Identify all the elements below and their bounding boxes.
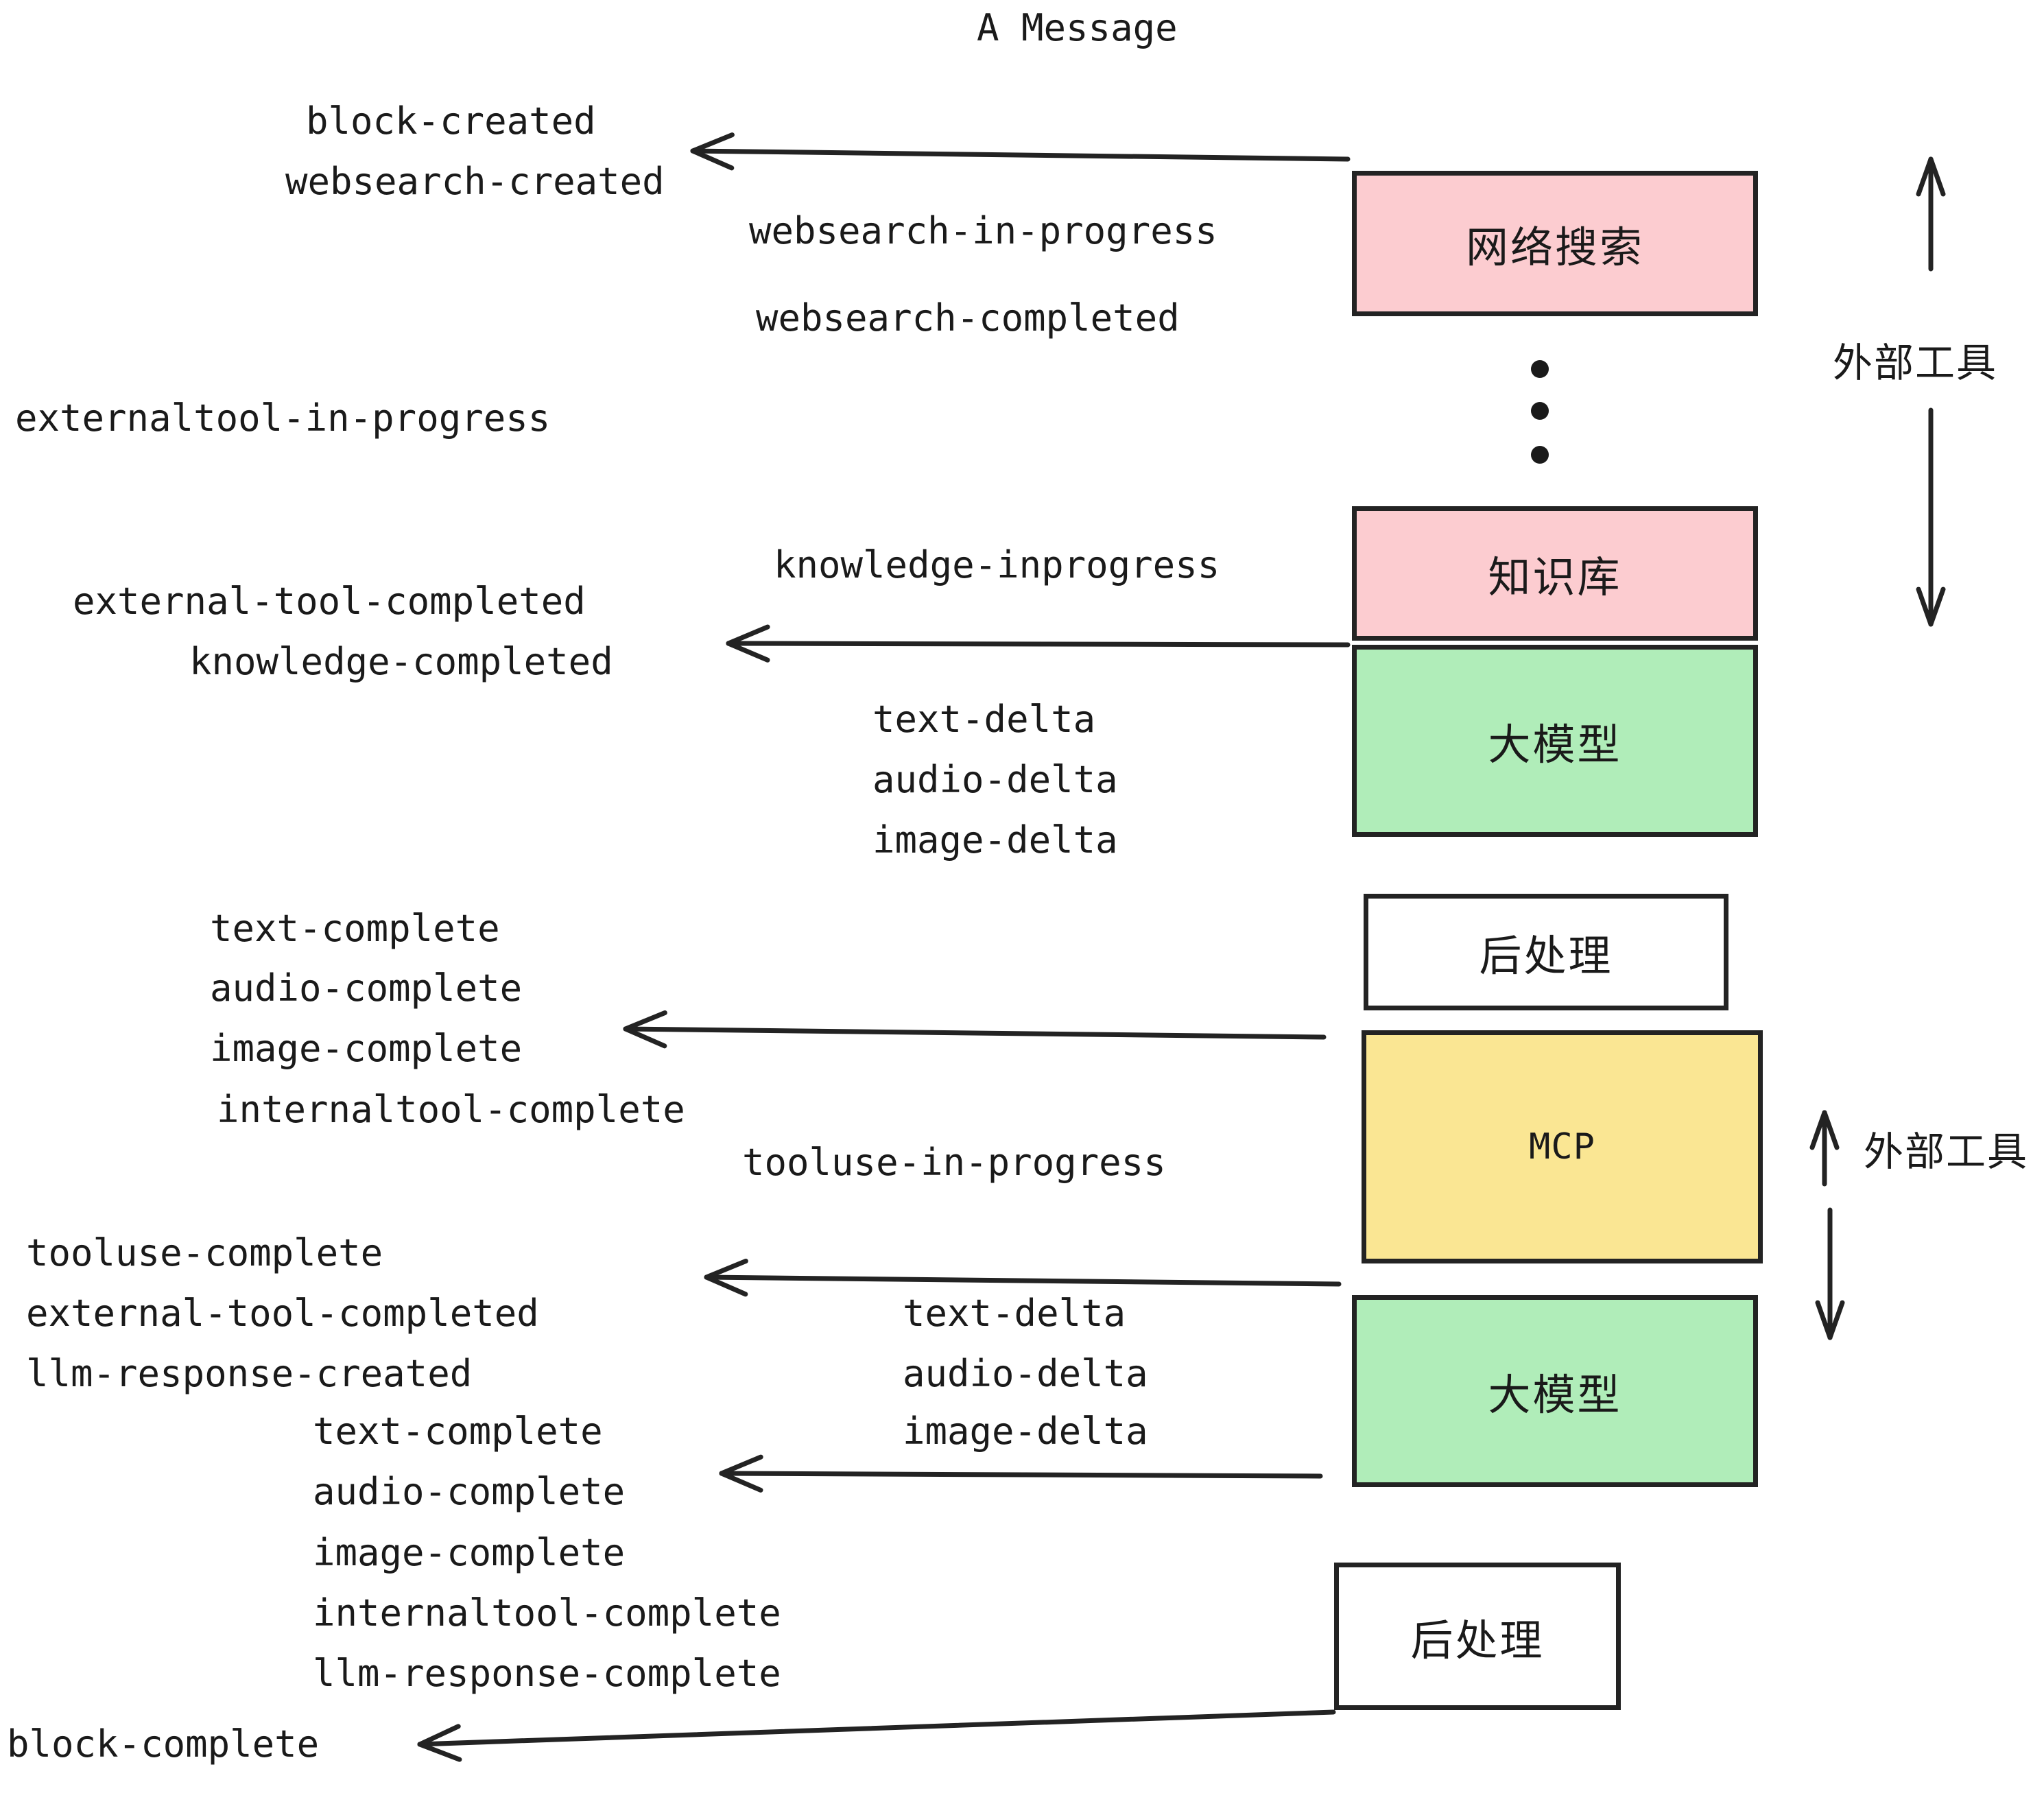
event-label-text-complete: text-complete bbox=[313, 1410, 603, 1453]
event-label-text-delta: text-delta bbox=[903, 1292, 1126, 1335]
event-label-image-delta: image-delta bbox=[903, 1410, 1148, 1453]
component-box-MCP: MCP bbox=[1362, 1030, 1763, 1263]
arrow-websearch-to-block-created bbox=[690, 132, 1351, 171]
event-label-image-complete: image-complete bbox=[313, 1531, 626, 1574]
arrow-llm2-to-audio-complete bbox=[719, 1454, 1323, 1493]
event-label-text-complete: text-complete bbox=[210, 907, 500, 950]
component-box-后处理: 后处理 bbox=[1364, 894, 1728, 1010]
event-label-audio-delta: audio-delta bbox=[903, 1352, 1148, 1395]
external-tool-up-arrow-icon bbox=[1809, 1110, 1840, 1187]
event-label-external-tool-completed: external-tool-completed bbox=[26, 1292, 539, 1335]
event-label-knowledge-inprogress: knowledge-inprogress bbox=[774, 543, 1220, 586]
event-label-audio-delta: audio-delta bbox=[872, 758, 1118, 801]
event-label-websearch-created: websearch-created bbox=[285, 160, 665, 203]
event-label-internaltool-complete: internaltool-complete bbox=[217, 1088, 685, 1131]
external-tool-label: 外部工具 bbox=[1864, 1128, 2029, 1175]
ellipsis-dot-icon bbox=[1531, 360, 1549, 378]
external-tool-up-arrow-icon bbox=[1916, 156, 1946, 272]
event-label-websearch-in-progress: websearch-in-progress bbox=[749, 209, 1217, 252]
event-label-internaltool-complete: internaltool-complete bbox=[313, 1591, 781, 1635]
event-label-externaltool-in-progress: externaltool-in-progress bbox=[15, 396, 551, 440]
event-label-block-created: block-created bbox=[306, 99, 596, 143]
component-box-大模型: 大模型 bbox=[1352, 1295, 1758, 1487]
arrow-postprocess2-to-block-complete bbox=[417, 1709, 1336, 1762]
diagram-title: A Message bbox=[977, 6, 1178, 49]
event-label-audio-complete: audio-complete bbox=[313, 1470, 626, 1513]
arrow-postprocess-to-image-complete bbox=[623, 1010, 1327, 1049]
event-label-image-complete: image-complete bbox=[210, 1027, 523, 1070]
event-label-llm-response-complete: llm-response-complete bbox=[313, 1652, 781, 1695]
event-label-knowledge-completed: knowledge-completed bbox=[189, 640, 613, 683]
component-box-知识库: 知识库 bbox=[1352, 506, 1758, 641]
ellipsis-dot-icon bbox=[1531, 446, 1549, 464]
event-label-block-complete: block-complete bbox=[7, 1722, 320, 1766]
event-label-audio-complete: audio-complete bbox=[210, 966, 523, 1010]
event-label-text-delta: text-delta bbox=[872, 698, 1096, 741]
event-label-tooluse-in-progress: tooluse-in-progress bbox=[742, 1141, 1166, 1184]
event-label-external-tool-completed: external-tool-completed bbox=[73, 580, 586, 623]
event-label-websearch-completed: websearch-completed bbox=[756, 296, 1180, 340]
component-box-后处理: 后处理 bbox=[1334, 1563, 1621, 1710]
ellipsis-dot-icon bbox=[1531, 402, 1549, 420]
arrow-llm-to-knowledge-completed bbox=[726, 624, 1351, 663]
external-tool-label: 外部工具 bbox=[1833, 340, 1998, 386]
external-tool-down-arrow-icon bbox=[1815, 1207, 1845, 1340]
event-label-llm-response-created: llm-response-created bbox=[26, 1352, 473, 1395]
external-tool-down-arrow-icon bbox=[1916, 407, 1946, 627]
component-box-大模型: 大模型 bbox=[1352, 645, 1758, 837]
event-label-image-delta: image-delta bbox=[872, 818, 1118, 862]
event-label-tooluse-complete: tooluse-complete bbox=[26, 1231, 383, 1274]
arrow-mcp-to-tooluse-complete bbox=[704, 1258, 1342, 1297]
component-box-网络搜索: 网络搜索 bbox=[1352, 171, 1758, 316]
